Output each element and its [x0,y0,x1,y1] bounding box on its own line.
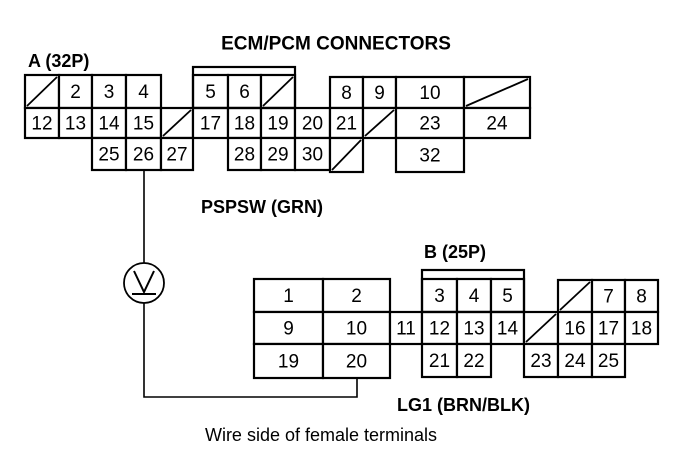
wire-label-lg1: LG1 (BRN/BLK) [397,395,530,415]
connector-b-pin-label: 5 [502,286,513,307]
connector-a-pin-19 [259,106,297,140]
connector-a-pin-26 [124,136,163,172]
connector-b-pin-label: 1 [283,286,294,307]
connector-a-pin-label: 26 [133,145,154,166]
connector-a-pin-label: 23 [419,114,440,135]
connector-a-pin-label: 14 [98,114,120,135]
connector-a-pin-label: 19 [267,114,288,135]
blank-slash-icon [559,281,591,311]
connector-b-pin-label: 3 [434,286,445,307]
connector-b-pin-label: 7 [603,287,614,308]
connector-a-pin-14 [90,106,128,140]
connector-a-lock-tab [191,65,297,110]
connector-a-pin-label: 5 [205,82,216,103]
connector-a-label: A (32P) [28,51,89,71]
connector-a-pin-label: 24 [486,114,508,135]
connector-b-pin-4 [455,277,493,314]
blank-slash-icon [525,313,557,343]
connector-a-pin-label: 12 [31,114,52,135]
connector-a-pin-label: 3 [104,82,115,103]
connector-a-pin-label: 2 [70,82,81,103]
caption: Wire side of female terminals [205,425,437,445]
connector-a-pin-label: 10 [419,83,440,104]
connector-b-pin-label: 22 [463,351,484,372]
connector-b-pin-label: 12 [429,319,450,340]
connector-b-pin-label: 14 [497,319,519,340]
connector-a-pin-label: 18 [234,114,255,135]
connector-a-pin-30 [293,136,332,172]
connector-b-pin-label: 9 [283,319,294,340]
connector-a-pin-label: 8 [341,83,352,104]
connector-a-pin-32 [394,136,466,174]
connector-b-pin-18 [623,310,660,346]
connector-b-pin-22 [455,342,493,379]
connector-a-pin-label: 28 [234,145,255,166]
connector-b-pin-label: 4 [469,286,480,307]
connector-b-pin-label: 17 [598,319,619,340]
connector-b-pin-23 [522,342,560,379]
connector-a-pin-label: 6 [239,82,250,103]
voltmeter-icon [123,262,165,304]
connector-b-pin-label: 21 [429,351,450,372]
connector-a-pin-15 [124,106,163,140]
connector-b-pin-label: 20 [346,352,367,373]
connector-a-pin-13 [57,106,94,140]
connector-a-pin-28 [226,136,263,172]
connector-b-pin-label: 16 [564,319,585,340]
connector-a-pin-12 [23,106,61,140]
blank-slash-icon [364,109,395,137]
connector-b-pin-label: 18 [631,319,652,340]
connector-a-pin-label: 32 [419,146,440,167]
connector-a-pin-label: 20 [302,114,323,135]
blank-slash-icon [331,139,362,171]
connector-b-pin-21 [420,342,459,379]
connector-a-pin-label: 13 [65,114,86,135]
connector-b-pin-25 [590,342,627,379]
blank-slash-icon [26,76,58,107]
connector-b-pin-label: 10 [346,319,367,340]
connector-a-pin-24 [462,106,532,140]
connector-a-pin-label: 27 [166,145,187,166]
blank-slash-icon [465,78,529,107]
connector-b-pin-label: 25 [598,351,619,372]
connector-a-pin-27 [159,136,195,172]
connector-a-pin-label: 15 [133,114,154,135]
connector-a-pin-label: 4 [138,82,149,103]
blank-slash-icon [262,76,294,107]
blank-slash-icon [162,109,192,137]
connector-a-pin-label: 30 [302,145,323,166]
connector-a-pin-label: 9 [374,83,385,104]
connector-a-pin-label: 25 [98,145,119,166]
connector-b-pin-label: 8 [636,287,647,308]
connector-b-pin-10 [321,310,392,346]
connector-b-pin-20 [321,342,392,380]
connector-b-lock-tab [420,268,526,314]
connector-b-pin-label: 2 [351,286,362,307]
connector-a-pin-label: 29 [267,145,288,166]
diagram-title: ECM/PCM CONNECTORS [221,34,451,55]
probe-wire-negative [143,303,358,398]
connector-b-pin-label: 24 [564,351,586,372]
connector-a-pin-29 [259,136,297,172]
connector-a-pin-label: 17 [200,114,221,135]
connector-b-pin-label: 23 [530,351,551,372]
connector-a-pin-label: 21 [336,114,357,135]
connector-b-label: B (25P) [424,242,486,262]
connector-b-pin-label: 11 [396,319,416,340]
connector-b-pin-label: 19 [278,352,299,373]
connector-b-pin-label: 13 [463,319,484,340]
connector-b-pin-17 [590,310,627,346]
wire-label-pspsw: PSPSW (GRN) [201,197,323,217]
